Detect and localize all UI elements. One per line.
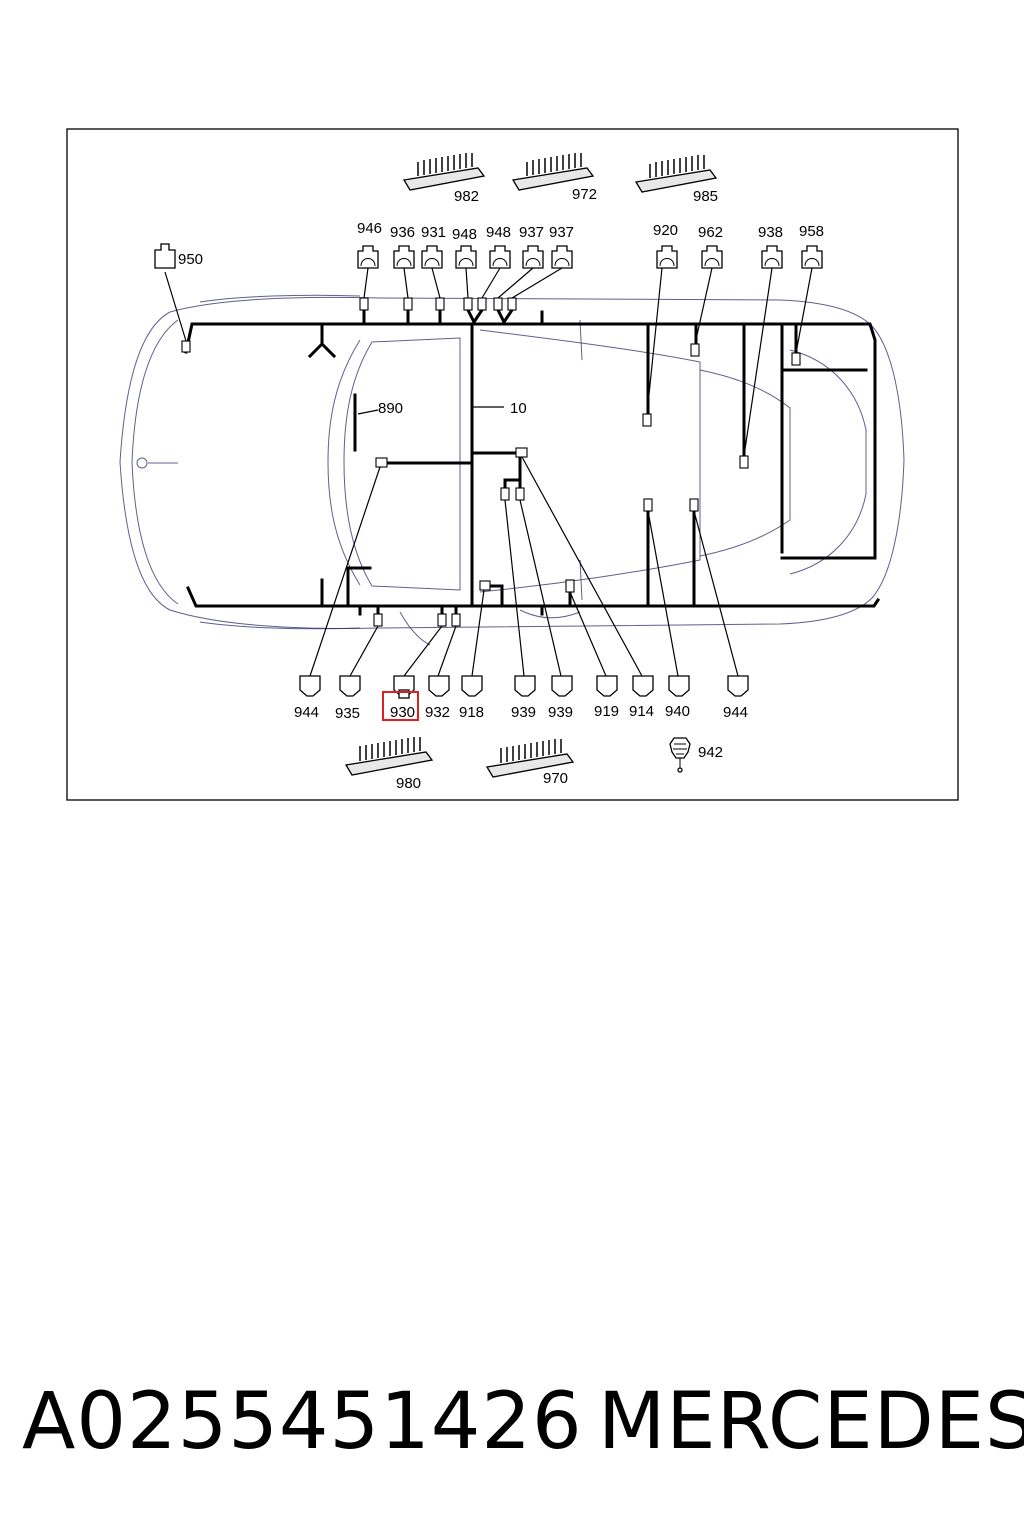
label-connector-920: 920 bbox=[653, 222, 678, 239]
connector-strip-970 bbox=[485, 739, 575, 778]
connector-icon bbox=[668, 675, 690, 697]
label-connector-958: 958 bbox=[799, 223, 824, 240]
label-clip-942: 942 bbox=[698, 744, 723, 761]
connector-icon bbox=[461, 675, 483, 697]
leader-lines bbox=[164, 267, 813, 677]
connector-icon bbox=[514, 675, 536, 697]
connector-icon bbox=[489, 245, 511, 269]
connector-strip-980 bbox=[344, 737, 434, 776]
label-connector-932: 932 bbox=[425, 704, 450, 721]
label-connector-937: 937 bbox=[519, 224, 544, 241]
label-connector-930: 930 bbox=[390, 704, 415, 721]
label-strip-970: 970 bbox=[543, 770, 568, 787]
label-connector-939: 939 bbox=[511, 704, 536, 721]
connector-icon bbox=[154, 243, 176, 269]
connector-icon bbox=[421, 245, 443, 269]
label-connector-914: 914 bbox=[629, 703, 654, 720]
label-connector-937: 937 bbox=[549, 224, 574, 241]
bottom-connector-icons bbox=[299, 675, 749, 699]
connector-icon bbox=[339, 675, 361, 697]
connector-icon bbox=[596, 675, 618, 697]
label-strip-980: 980 bbox=[396, 775, 421, 792]
connector-strip-985 bbox=[634, 155, 718, 193]
label-connector-936: 936 bbox=[390, 224, 415, 241]
connector-icon bbox=[357, 245, 379, 269]
connector-icon bbox=[522, 245, 544, 269]
product-caption: A0255451426 MERCEDES bbox=[0, 1372, 1024, 1472]
harness-terminals bbox=[181, 297, 801, 627]
connector-icon bbox=[428, 675, 450, 697]
label-connector-944: 944 bbox=[294, 704, 319, 721]
label-harness-10: 10 bbox=[510, 400, 527, 417]
connector-icon bbox=[761, 245, 783, 269]
label-strip-985: 985 bbox=[693, 188, 718, 205]
part-number: A0255451426 bbox=[22, 1377, 583, 1467]
label-harness-890: 890 bbox=[378, 400, 403, 417]
top-connector-icons bbox=[154, 243, 823, 269]
connector-icon bbox=[701, 245, 723, 269]
highlight-box-930 bbox=[382, 691, 419, 721]
wiring-harness-diagram: 890 10 982 972 985 980 970 942 950 946 9… bbox=[66, 128, 959, 801]
label-strip-972: 972 bbox=[572, 186, 597, 203]
label-connector-948: 948 bbox=[452, 226, 477, 243]
label-connector-946: 946 bbox=[357, 220, 382, 237]
connector-icon bbox=[299, 675, 321, 697]
connector-icon bbox=[551, 675, 573, 697]
label-connector-918: 918 bbox=[459, 704, 484, 721]
connector-strip-972 bbox=[511, 153, 595, 191]
label-connector-948: 948 bbox=[486, 224, 511, 241]
diagram-frame bbox=[66, 128, 959, 801]
label-connector-940: 940 bbox=[665, 703, 690, 720]
label-connector-944: 944 bbox=[723, 704, 748, 721]
connector-icon bbox=[632, 675, 654, 697]
label-connector-931: 931 bbox=[421, 224, 446, 241]
connector-icon bbox=[656, 245, 678, 269]
connector-icon bbox=[393, 245, 415, 269]
clip-icon bbox=[669, 737, 691, 773]
connector-icon bbox=[455, 245, 477, 269]
connector-strip-982 bbox=[402, 153, 486, 191]
label-strip-982: 982 bbox=[454, 188, 479, 205]
label-connector-962: 962 bbox=[698, 224, 723, 241]
main-harness bbox=[184, 307, 881, 620]
connector-icon bbox=[551, 245, 573, 269]
connector-icon bbox=[801, 245, 823, 269]
connector-icon bbox=[727, 675, 749, 697]
label-connector-935: 935 bbox=[335, 705, 360, 722]
label-connector-919: 919 bbox=[594, 703, 619, 720]
label-connector-938: 938 bbox=[758, 224, 783, 241]
label-connector-939: 939 bbox=[548, 704, 573, 721]
brand-name: MERCEDES bbox=[598, 1377, 1024, 1467]
label-connector-950: 950 bbox=[178, 251, 203, 268]
car-body-outline bbox=[119, 294, 905, 646]
